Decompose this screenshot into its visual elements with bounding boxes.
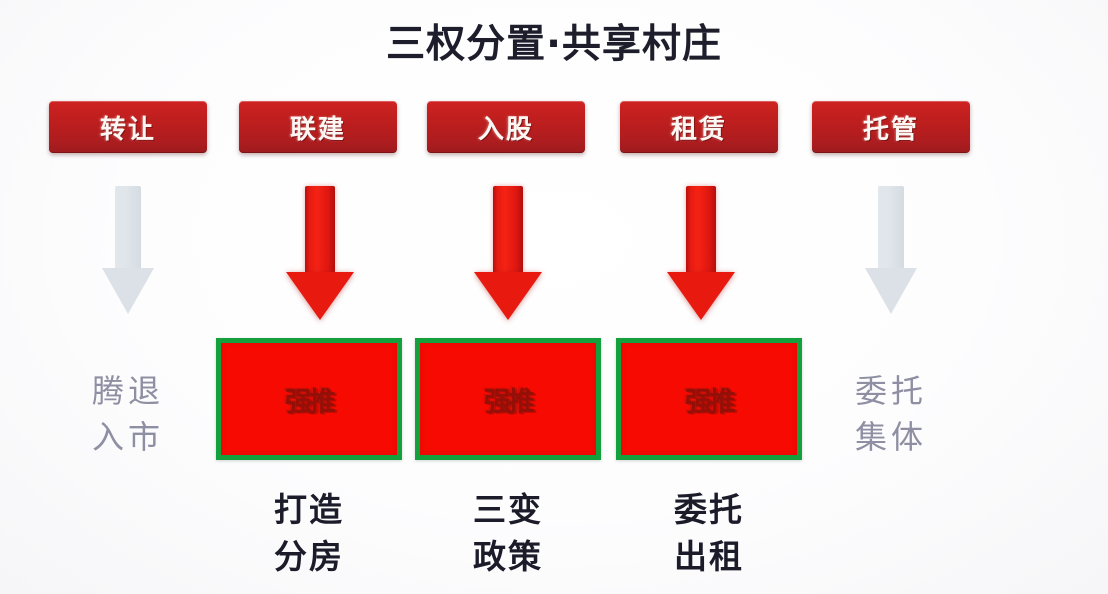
bottom-label-line-2: 出租: [674, 537, 744, 576]
category-pill-zhuanrang[interactable]: 转让: [49, 101, 207, 153]
outcome-box-inner: 强推: [621, 343, 797, 455]
arrow-head: [102, 268, 154, 314]
page-title: 三权分置·共享村庄: [386, 22, 722, 67]
side-label-line-2: 集体: [854, 418, 927, 456]
down-arrow-gray-1: [102, 186, 154, 314]
pill-label: 租赁: [670, 114, 727, 145]
down-arrow-gray-2: [865, 186, 917, 314]
outcome-box-inner: 强推: [221, 343, 397, 455]
side-label-tengtui-rushi: 腾退 入市: [43, 368, 213, 460]
side-label-line-1: 委托: [854, 372, 927, 410]
outcome-box-text: 强推: [285, 386, 336, 418]
outcome-box-lianjian[interactable]: 强推: [216, 338, 402, 460]
bottom-label-line-1: 委托: [674, 490, 744, 529]
arrow-head: [865, 268, 917, 314]
outcome-box-text: 强推: [685, 386, 736, 418]
arrow-head: [286, 272, 354, 320]
bottom-label-line-2: 分房: [274, 537, 344, 576]
bottom-label-weituo-chuzu: 委托 出租: [616, 486, 802, 580]
bottom-label-line-2: 政策: [473, 537, 543, 576]
outcome-box-inner: 强推: [420, 343, 596, 455]
arrow-head: [667, 272, 735, 320]
outcome-box-zulin[interactable]: 强推: [616, 338, 802, 460]
arrow-shaft: [686, 186, 716, 272]
pill-label: 转让: [99, 114, 156, 145]
category-pill-tuoguan[interactable]: 托管: [812, 101, 970, 153]
arrow-shaft: [878, 186, 904, 268]
bottom-label-line-1: 打造: [274, 490, 344, 529]
outcome-box-rugu[interactable]: 强推: [415, 338, 601, 460]
arrow-shaft: [115, 186, 141, 268]
category-pill-lianjian[interactable]: 联建: [239, 101, 397, 153]
category-pill-zulin[interactable]: 租赁: [620, 101, 778, 153]
down-arrow-red-1: [286, 186, 354, 320]
bottom-label-line-1: 三变: [473, 490, 543, 529]
pill-label: 入股: [477, 114, 534, 145]
outcome-box-text: 强推: [484, 386, 535, 418]
arrow-shaft: [305, 186, 335, 272]
down-arrow-red-3: [667, 186, 735, 320]
side-label-line-2: 入市: [91, 418, 164, 456]
bottom-label-dazao-fenfang: 打造 分房: [216, 486, 402, 580]
side-label-weituo-jiti: 委托 集体: [806, 368, 976, 460]
pill-label: 联建: [289, 114, 346, 145]
pill-label: 托管: [862, 114, 919, 145]
arrow-shaft: [493, 186, 523, 272]
side-label-line-1: 腾退: [91, 372, 164, 410]
arrow-head: [474, 272, 542, 320]
category-pill-rugu[interactable]: 入股: [427, 101, 585, 153]
down-arrow-red-2: [474, 186, 542, 320]
bottom-label-sanbian-zhengce: 三变 政策: [415, 486, 601, 580]
